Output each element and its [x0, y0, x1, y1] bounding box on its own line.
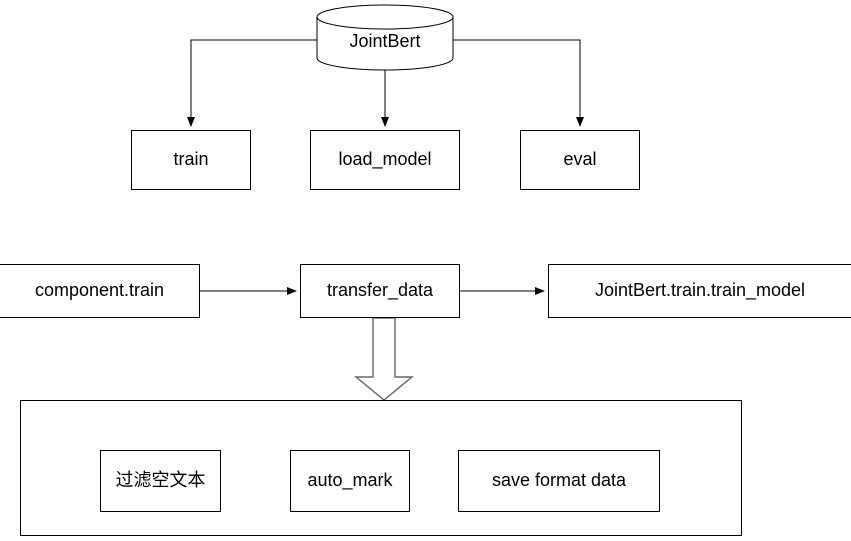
edge-transfer-data-to-pipeline-group-block-arrow	[354, 317, 414, 401]
component-train-node-label: component.train	[34, 280, 165, 301]
load-model-node[interactable]: load_model	[310, 130, 460, 190]
auto-mark-node[interactable]: auto_mark	[290, 450, 410, 512]
transfer-data-node-label: transfer_data	[326, 280, 434, 301]
jointbert-cylinder-shape	[316, 4, 454, 71]
load-model-node-label: load_model	[338, 149, 432, 170]
train-node[interactable]: train	[131, 130, 251, 190]
filter-empty-text-node[interactable]: 过滤空文本	[100, 450, 221, 512]
save-format-data-node[interactable]: save format data	[458, 450, 660, 512]
edge-jointbert-to-eval	[453, 39, 584, 127]
save-format-data-node-label: save format data	[491, 470, 627, 491]
eval-node[interactable]: eval	[520, 130, 640, 190]
train-node-label: train	[173, 149, 209, 170]
auto-mark-node-label: auto_mark	[307, 470, 393, 491]
component-train-node[interactable]: component.train	[0, 264, 200, 318]
jointbert-train-train-model-node-label: JointBert.train.train_model	[594, 280, 806, 301]
eval-node-label: eval	[563, 149, 597, 170]
edge-jointbert-to-train	[187, 39, 317, 127]
jointbert-node[interactable]	[317, 5, 453, 70]
filter-empty-text-node-label: 过滤空文本	[115, 470, 206, 491]
jointbert-train-train-model-node[interactable]: JointBert.train.train_model	[548, 264, 851, 318]
transfer-data-node[interactable]: transfer_data	[300, 264, 460, 318]
